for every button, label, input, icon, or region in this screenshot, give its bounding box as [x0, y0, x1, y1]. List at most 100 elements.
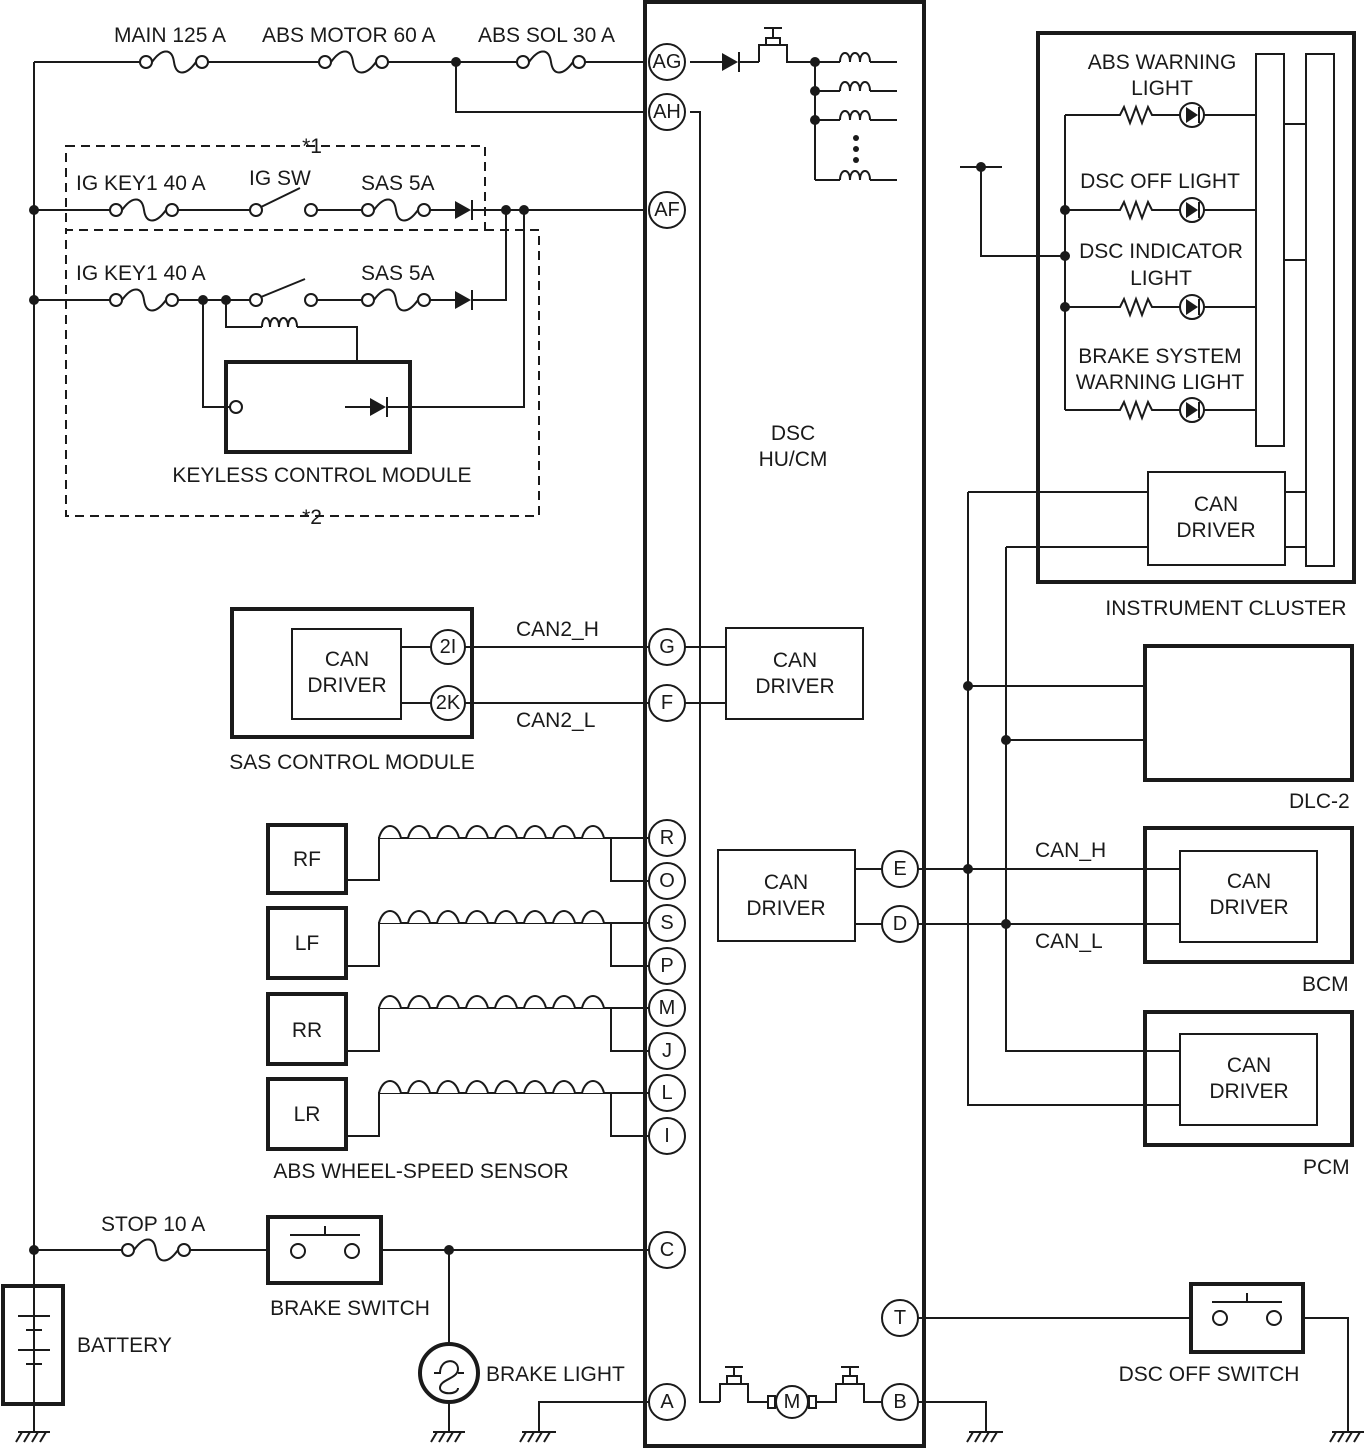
- dlc2-label: DLC-2: [1289, 790, 1350, 813]
- pin-m: M: [648, 989, 686, 1027]
- note2-label: *2: [302, 506, 322, 529]
- main-fuse: [139, 50, 209, 74]
- diode-1: [455, 200, 473, 220]
- stop-fuse-label: STOP 10 A: [101, 1213, 205, 1236]
- dlc2-box: [1143, 644, 1354, 782]
- abs-pump-motor-circuit: [719, 1366, 884, 1419]
- brake-system-label-2: WARNING LIGHT: [1076, 371, 1245, 394]
- pin-sas-2k: 2K: [430, 685, 466, 721]
- svg-text:AH: AH: [653, 101, 681, 123]
- can-bus-wires: [918, 491, 1180, 1106]
- keyless-control-module-label: KEYLESS CONTROL MODULE: [172, 464, 471, 487]
- twisted-pair-wire: [378, 910, 611, 924]
- dsc-can2-driver-line1: CAN: [773, 649, 817, 672]
- stop-circuit: [29, 1245, 650, 1432]
- cluster-inner-bar-1: [1255, 53, 1285, 447]
- svg-text:AG: AG: [653, 51, 682, 73]
- dsc-off-light-label: DSC OFF LIGHT: [1080, 170, 1240, 193]
- pin-b: B: [881, 1383, 919, 1421]
- brake-system-label-1: BRAKE SYSTEM: [1078, 345, 1241, 368]
- svg-text:C: C: [660, 1239, 674, 1261]
- pin-g: G: [648, 628, 686, 666]
- sas-fuse-1-label: SAS 5A: [361, 172, 435, 195]
- svg-text:2I: 2I: [440, 636, 457, 658]
- svg-text:O: O: [659, 870, 675, 892]
- dsc-indicator-label-2: LIGHT: [1130, 267, 1192, 290]
- pin-sas-2i: 2I: [430, 629, 466, 665]
- note1-dashed-box: [65, 145, 486, 231]
- battery-icon: [1, 1284, 65, 1406]
- ig-key1-fuse-1-label: IG KEY1 40 A: [76, 172, 206, 195]
- sas-can-driver-line1: CAN: [325, 648, 369, 671]
- cluster-can-driver-line2: DRIVER: [1176, 519, 1255, 542]
- wheel-speed-sensor-label: ABS WHEEL-SPEED SENSOR: [273, 1160, 568, 1183]
- pin-i: I: [648, 1117, 686, 1155]
- warning-light-led-icon: [1065, 102, 1256, 128]
- svg-text:D: D: [893, 913, 907, 935]
- can2-l-label: CAN2_L: [516, 709, 595, 732]
- abs-motor-fuse-label: ABS MOTOR 60 A: [262, 24, 436, 47]
- stop-fuse: [121, 1238, 191, 1262]
- twisted-pair-wire: [378, 825, 611, 839]
- bcm-can-driver-box: [1179, 850, 1318, 943]
- pcm-can-driver-box: [1179, 1033, 1318, 1126]
- twisted-pair-wire: [378, 1080, 611, 1094]
- brake-light-label: BRAKE LIGHT: [486, 1363, 625, 1386]
- cluster-can-driver-box: [1147, 471, 1286, 566]
- main-fuse-label: MAIN 125 A: [114, 24, 226, 47]
- twisted-pair-wire: [378, 995, 611, 1009]
- cluster-light-circuits: [960, 115, 1070, 410]
- sensor-lf-label: LF: [295, 932, 320, 955]
- svg-text:M: M: [659, 997, 676, 1019]
- motor-label: M: [784, 1391, 801, 1413]
- keyless-control-module-box: [224, 360, 412, 454]
- dsc-hu-cm-box: [643, 0, 926, 1448]
- dsc-off-switch: [918, 1282, 1305, 1354]
- dsc-label-line1: DSC: [771, 422, 815, 445]
- cluster-light-rows: [1065, 102, 1256, 423]
- pin-d: D: [881, 905, 919, 943]
- ig-key1-fuse-2-label: IG KEY1 40 A: [76, 262, 206, 285]
- brake-switch: [266, 1215, 383, 1285]
- svg-text:G: G: [659, 636, 675, 658]
- dsc-off-switch-label: DSC OFF SWITCH: [1119, 1363, 1300, 1386]
- svg-text:J: J: [662, 1040, 672, 1062]
- ground-icons: [15, 1317, 1364, 1443]
- pin-f: F: [648, 684, 686, 722]
- dsc-can-driver-line2: DRIVER: [746, 897, 825, 920]
- svg-text:R: R: [660, 827, 674, 849]
- abs-warning-label-1: ABS WARNING: [1088, 51, 1237, 74]
- can-l-label: CAN_L: [1035, 930, 1103, 953]
- dsc-can2-driver-box: [725, 627, 864, 720]
- sas-can-driver-line2: DRIVER: [307, 674, 386, 697]
- ig-key1-fuse-2: [109, 288, 179, 312]
- sas-fuse-2: [361, 288, 431, 312]
- pin-ah: AH: [648, 93, 686, 131]
- svg-text:AF: AF: [654, 199, 680, 221]
- pcm-can-driver-line2: DRIVER: [1209, 1080, 1288, 1103]
- pcm-can-driver-line1: CAN: [1227, 1054, 1271, 1077]
- sas-fuse-2-label: SAS 5A: [361, 262, 435, 285]
- dsc-indicator-label-1: DSC INDICATOR: [1079, 240, 1243, 263]
- abs-sol-fuse: [516, 50, 586, 74]
- note1-label: *1: [302, 135, 322, 158]
- pcm-label: PCM: [1303, 1156, 1350, 1179]
- ig-key1-line-2: [29, 210, 525, 408]
- can-h-label: CAN_H: [1035, 839, 1106, 862]
- sas-control-module-box: [230, 607, 474, 739]
- bcm-label: BCM: [1302, 973, 1349, 996]
- dsc-can-driver-line1: CAN: [764, 871, 808, 894]
- instrument-cluster-label: INSTRUMENT CLUSTER: [1105, 597, 1346, 620]
- solenoid-circuit: [690, 27, 897, 181]
- abs-sol-fuse-label: ABS SOL 30 A: [478, 24, 615, 47]
- pin-o: O: [648, 862, 686, 900]
- ig-switch-label: IG SW: [249, 167, 311, 190]
- pin-p: P: [648, 947, 686, 985]
- sensor-rr-label: RR: [292, 1019, 322, 1042]
- instrument-cluster-box: [1036, 31, 1356, 584]
- svg-text:2K: 2K: [436, 692, 461, 714]
- svg-text:L: L: [661, 1082, 672, 1104]
- svg-text:E: E: [893, 858, 906, 880]
- warning-light-led-icon: [1065, 294, 1256, 320]
